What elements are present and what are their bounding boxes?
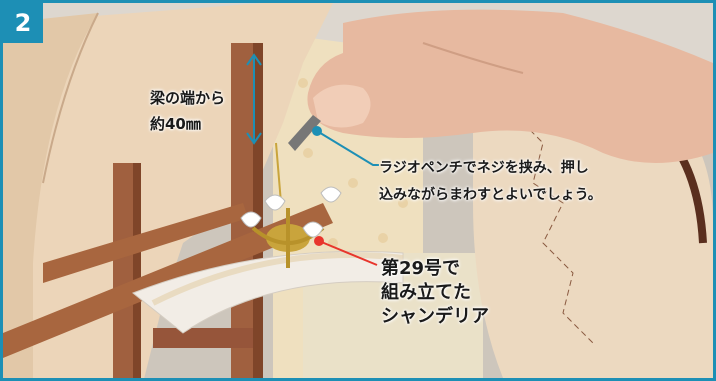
- dollhouse-photo: [3, 3, 713, 378]
- caption-line: シャンデリア: [381, 306, 489, 327]
- step-number-badge: 2: [3, 3, 43, 43]
- caption-line: 梁の端から: [150, 89, 226, 107]
- caption-line: 込みながらまわすとよいでしょう。: [379, 187, 602, 203]
- beam-distance-caption: 梁の端から 約40㎜: [150, 85, 225, 137]
- dimension-arrow-icon: [246, 53, 262, 145]
- caption-line: 約40㎜: [150, 115, 201, 133]
- pliers-tip: [288, 115, 321, 151]
- chandelier-label-caption: 第29号で 組み立てた シャンデリア: [381, 257, 489, 329]
- caption-line: ラジオペンチでネジを挟み、押し: [379, 160, 589, 176]
- floor-bridge: [132, 250, 404, 334]
- chandelier: [240, 142, 342, 268]
- pointer-line-pliers: [312, 126, 379, 166]
- hand-holding-pliers: [307, 9, 713, 163]
- caption-line: 組み立てた: [381, 282, 471, 303]
- pointer-line-chandelier: [314, 236, 378, 266]
- pliers-instruction-caption: ラジオペンチでネジを挟み、押し 込みながらまわすとよいでしょう。: [379, 155, 602, 209]
- caption-line: 第29号で: [381, 258, 461, 279]
